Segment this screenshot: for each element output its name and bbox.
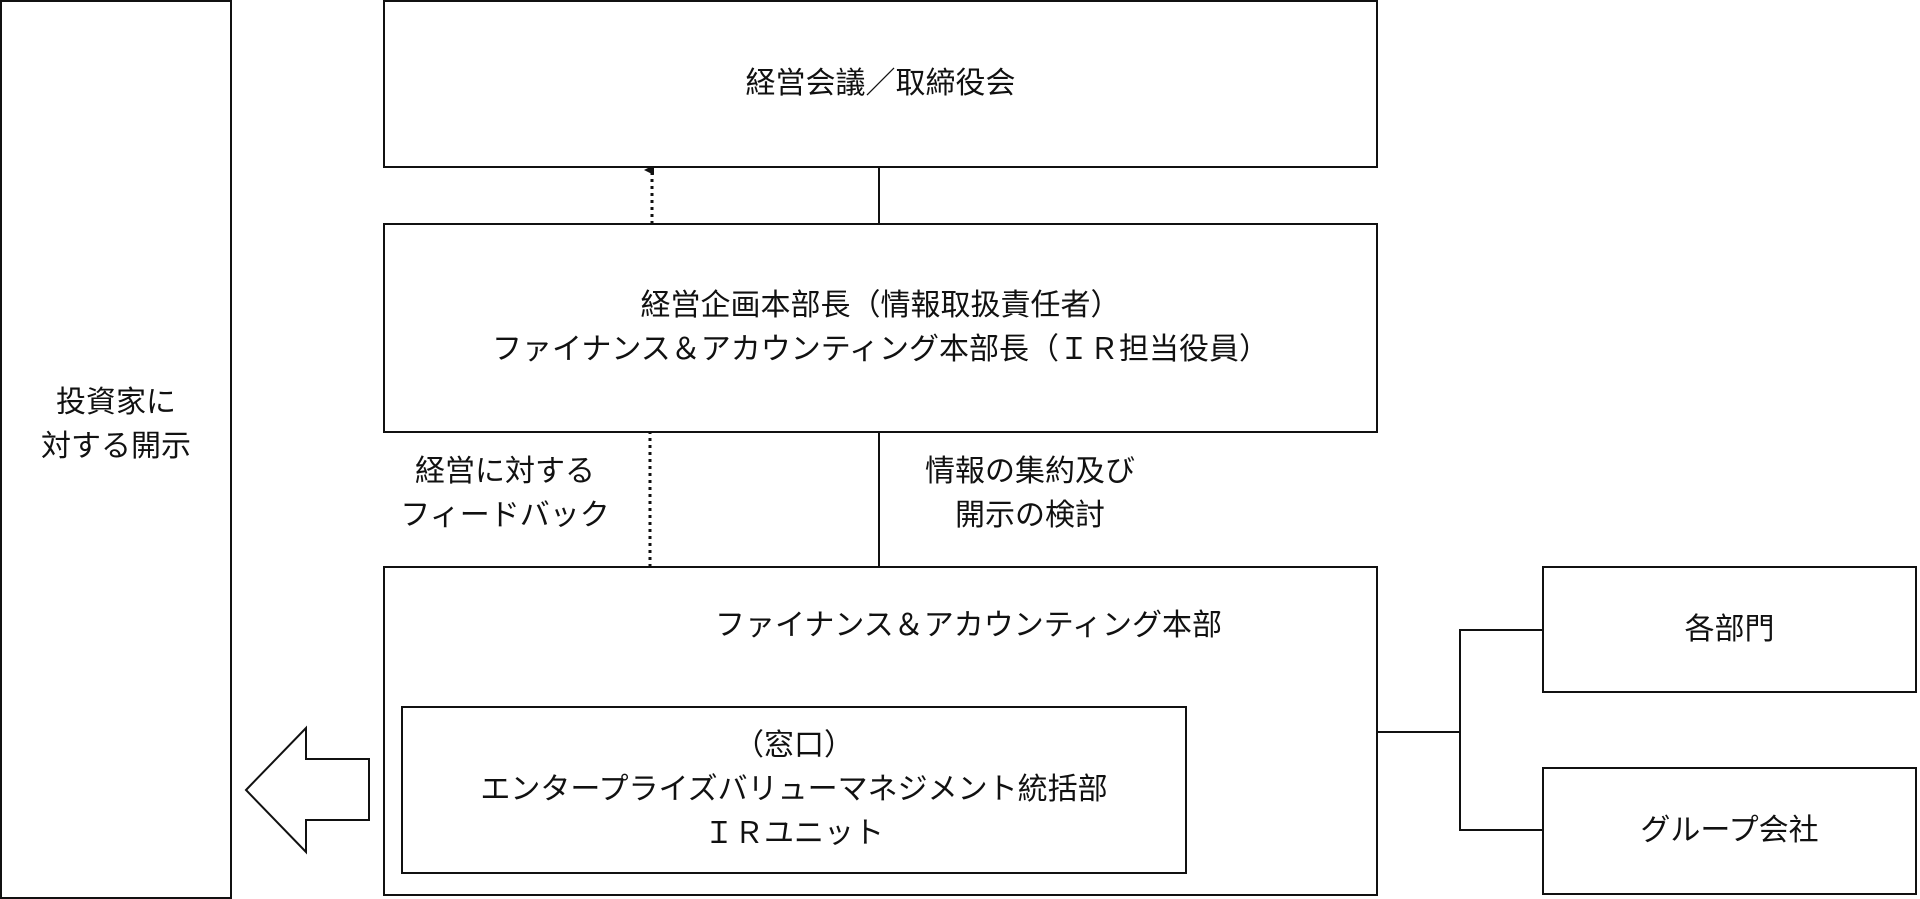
aggregation-line-1: 情報の集約及び — [925, 454, 1135, 489]
feedback-line-2: フィードバック — [400, 498, 610, 533]
feedback-label: 経営に対する フィードバック — [385, 450, 625, 538]
feedback-line-1: 経営に対する — [415, 454, 595, 489]
aggregation-line-2: 開示の検討 — [955, 498, 1105, 533]
officer-line-2: ファイナンス＆アカウンティング本部長（ＩＲ担当役員） — [492, 332, 1269, 367]
officer-line-1: 経営企画本部長（情報取扱責任者） — [640, 288, 1121, 323]
ir-unit-line-3: ＩＲユニット — [704, 816, 884, 851]
board-box: 経営会議／取締役会 — [383, 0, 1378, 168]
disclosure-arrow-icon — [244, 725, 370, 855]
investor-line-2: 対する開示 — [41, 428, 191, 464]
ir-unit-line-1: （窓口） — [734, 728, 854, 763]
group-companies-label: グループ会社 — [1640, 813, 1819, 848]
departments-box: 各部門 — [1542, 566, 1917, 693]
aggregation-label: 情報の集約及び 開示の検討 — [900, 450, 1160, 538]
group-companies-box: グループ会社 — [1542, 767, 1917, 895]
fa-division-label: ファイナンス＆アカウンティング本部 — [715, 608, 1222, 643]
ir-unit-line-2: エンタープライズバリューマネジメント統括部 — [480, 772, 1108, 807]
ir-unit-box: （窓口） エンタープライズバリューマネジメント統括部 ＩＲユニット — [401, 706, 1187, 874]
board-label: 経営会議／取締役会 — [745, 66, 1016, 101]
officer-box: 経営企画本部長（情報取扱責任者） ファイナンス＆アカウンティング本部長（ＩＲ担当… — [383, 223, 1378, 433]
investor-disclosure-box: 投資家に 対する開示 — [0, 0, 232, 899]
departments-label: 各部門 — [1684, 611, 1775, 647]
investor-line-1: 投資家に — [56, 384, 176, 420]
